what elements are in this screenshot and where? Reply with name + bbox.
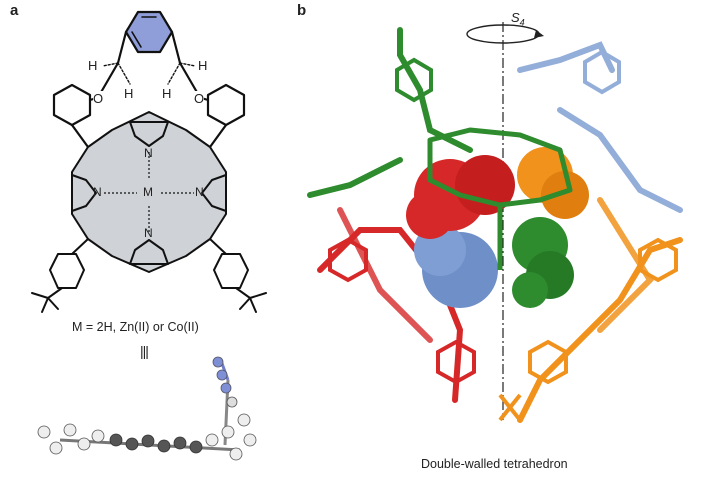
panel-b-label: b bbox=[297, 2, 307, 19]
atom-label-h-left: H bbox=[88, 58, 98, 73]
atom-label-h-right: H bbox=[198, 58, 208, 73]
atom-label-o-left: O bbox=[93, 91, 104, 106]
atom-label-n-left: N bbox=[93, 185, 102, 199]
atom-label-o-right: O bbox=[194, 91, 205, 106]
ball-and-stick-model bbox=[37, 356, 257, 461]
metal-caption: M = 2H, Zn(II) or Co(II) bbox=[72, 320, 199, 334]
s4-axis-label: S4 bbox=[511, 10, 525, 28]
atom-label-m: M bbox=[143, 185, 153, 199]
atom-label-n-top: N bbox=[144, 146, 153, 160]
figure-caption: Double-walled tetrahedron bbox=[421, 457, 568, 471]
atom-label-h-inner-right: H bbox=[162, 86, 172, 101]
panel-a-label: a bbox=[10, 2, 19, 19]
atom-label-n-right: N bbox=[195, 185, 204, 199]
atom-label-n-bottom: N bbox=[144, 226, 153, 240]
equivalence-symbol: ||| bbox=[140, 343, 149, 359]
atom-label-h-inner-left: H bbox=[124, 86, 134, 101]
